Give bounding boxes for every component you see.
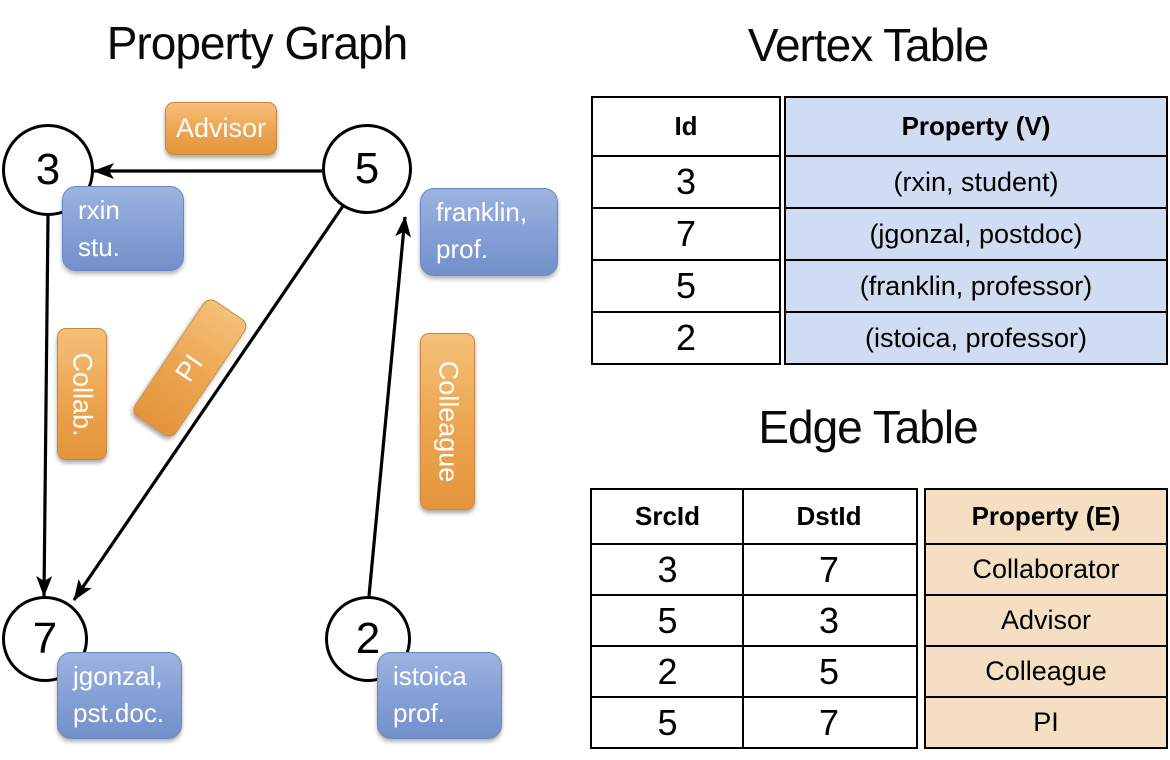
table-row: 5 3 [592, 594, 916, 645]
property-graph-title: Property Graph [106, 17, 408, 69]
table-cell: (franklin, professor) [786, 259, 1166, 311]
edge-line-colleague [367, 216, 412, 597]
table-row: 2 5 [592, 645, 916, 696]
edge-label-collab: Collab. [57, 328, 107, 460]
vertex-prop-istoica: istoica prof. [377, 652, 502, 739]
vertex-prop-jgonzal: jgonzal, pst.doc. [57, 652, 182, 739]
vertex-circle-2: 2 [325, 596, 411, 682]
table-row: 5 7 [592, 696, 916, 747]
table-cell: 3 [593, 155, 779, 207]
table-row: 3 7 [592, 543, 916, 594]
edge-label-text: Advisor [175, 113, 267, 143]
edge-label-advisor: Advisor [165, 102, 277, 155]
table-cell: 7 [741, 698, 915, 747]
edge-line-collab [36, 215, 53, 597]
table-cell: 3 [657, 548, 678, 590]
table-cell: Advisor [926, 594, 1166, 645]
edge-property-column: Property (E) Collaborator Advisor Collea… [924, 488, 1168, 749]
column-header: SrcId [634, 501, 701, 531]
vertex-prop-line: jgonzal, [73, 661, 163, 691]
vertex-id: 5 [354, 144, 380, 193]
edge-label-text: Collab. [67, 351, 98, 437]
table-cell: 7 [741, 545, 915, 594]
table-cell: 5 [593, 259, 779, 311]
edge-label-text: PI [170, 348, 210, 387]
vertex-id: 3 [35, 145, 61, 194]
vertex-id-column: Id 3 7 5 2 [591, 96, 781, 365]
vertex-prop-rxin: rxin stu. [62, 186, 184, 271]
vertex-prop-line: franklin, [436, 197, 528, 227]
vertex-prop-line: stu. [78, 232, 120, 262]
table-cell: 5 [657, 599, 678, 641]
vertex-prop-line: rxin [78, 195, 120, 225]
table-cell: 2 [657, 650, 678, 692]
vertex-id: 7 [32, 614, 58, 663]
table-cell: (rxin, student) [786, 155, 1166, 207]
table-cell: (istoica, professor) [786, 311, 1166, 363]
column-header: Property (E) [971, 501, 1121, 531]
vertex-property-column: Property (V) (rxin, student) (jgonzal, p… [784, 96, 1168, 365]
edge-line-pi [72, 205, 345, 601]
vertex-prop-line: prof. [436, 234, 489, 264]
vertex-id: 2 [355, 614, 381, 663]
table-cell: Collaborator [926, 543, 1166, 594]
vertex-prop-franklin: franklin, prof. [420, 188, 558, 276]
edge-lines-svg [36, 163, 412, 601]
edge-table-title: Edge Table [758, 401, 978, 453]
vertex-table-title: Vertex Table [747, 19, 989, 71]
table-cell: (jgonzal, postdoc) [786, 207, 1166, 259]
edge-label-colleague: Colleague [420, 333, 475, 510]
vertex-prop-line: istoica [393, 661, 467, 691]
table-cell: PI [926, 696, 1166, 747]
column-header: Property (V) [901, 111, 1051, 141]
table-cell: 5 [741, 647, 915, 696]
vertex-prop-line: prof. [393, 698, 446, 728]
table-cell: 5 [657, 701, 678, 743]
vertex-circle-5: 5 [322, 124, 412, 214]
table-cell: 3 [741, 596, 915, 645]
column-header: Id [674, 111, 698, 141]
column-header: DstId [741, 490, 915, 543]
vertex-prop-line: pst.doc. [73, 698, 165, 728]
table-cell: 7 [593, 207, 779, 259]
edge-label-text: Colleague [433, 360, 463, 483]
table-row: SrcId DstId [592, 490, 916, 543]
table-cell: Colleague [926, 645, 1166, 696]
table-cell: 2 [593, 311, 779, 363]
edge-srcdst-column: SrcId DstId 3 7 5 3 2 5 5 7 [590, 488, 918, 749]
